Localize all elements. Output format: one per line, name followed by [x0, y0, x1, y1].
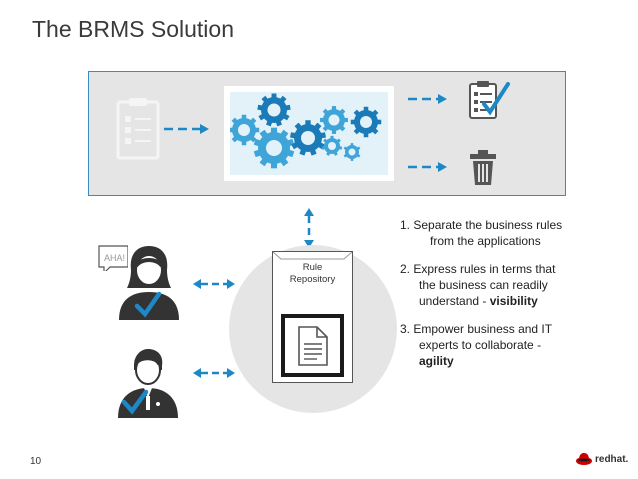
checklist-icon	[469, 81, 510, 119]
dashed-arrow-icon	[408, 162, 447, 172]
gear-icon	[350, 106, 382, 138]
gear-icon	[321, 135, 343, 156]
benefit-text: Express rules in terms that	[413, 262, 556, 276]
dashed-arrow-icon	[408, 94, 447, 104]
document-frame	[281, 314, 344, 377]
speech-bubble-text: AHA!	[104, 253, 126, 263]
benefit-text: from the applications	[430, 234, 541, 248]
benefits-list: 1. Separate the business rules from the …	[400, 217, 620, 381]
page-number: 10	[30, 456, 42, 467]
repository-label: Rule Repository	[273, 262, 352, 286]
benefit-item-2: 2. Express rules in terms that the busin…	[400, 261, 620, 309]
benefit-text: experts to collaborate -	[419, 338, 542, 352]
rule-repository: Rule Repository	[272, 251, 353, 383]
gear-icon	[320, 106, 348, 134]
benefit-text: Empower business and IT	[413, 322, 553, 336]
benefit-number: 3.	[400, 322, 411, 336]
benefit-item-1: 1. Separate the business rules from the …	[400, 217, 620, 249]
speech-bubble-icon	[98, 245, 128, 271]
benefit-item-3: 3. Empower business and IT experts to co…	[400, 321, 620, 369]
benefit-number: 1.	[400, 218, 411, 232]
repository-label-line1: Rule	[302, 262, 323, 273]
trash-icon	[470, 150, 496, 185]
gear-icon	[230, 114, 260, 146]
gear-icon	[257, 93, 291, 127]
benefit-emphasis: agility	[419, 354, 454, 368]
document-icon	[298, 326, 328, 366]
benefit-text: Separate the business rules	[413, 218, 563, 232]
slide-title: The BRMS Solution	[32, 16, 234, 42]
gear-icon	[253, 127, 295, 169]
man-avatar-icon	[118, 349, 178, 418]
benefit-text: the business can readily	[419, 278, 548, 292]
benefit-emphasis: visibility	[489, 294, 538, 308]
redhat-logo: redhat.	[575, 452, 628, 466]
gears-icon	[230, 93, 382, 169]
repository-lid	[273, 252, 352, 260]
dashed-double-arrow-icon	[193, 368, 235, 378]
woman-avatar-icon	[119, 246, 179, 320]
clipboard-icon	[116, 98, 160, 160]
benefit-text: understand -	[419, 294, 490, 308]
dashed-arrow-icon	[164, 124, 209, 134]
dashed-double-arrow-icon	[193, 279, 235, 289]
checkmark-icon	[482, 82, 510, 116]
redhat-logo-text: redhat.	[595, 453, 629, 465]
redhat-logo-icon	[576, 453, 592, 465]
checkmark-icon	[121, 389, 149, 415]
gear-icon	[290, 120, 326, 156]
checkmark-icon	[134, 291, 162, 318]
benefit-number: 2.	[400, 262, 411, 276]
gear-icon	[343, 143, 361, 161]
dashed-double-arrow-icon	[304, 208, 314, 248]
repository-label-line2: Repository	[289, 274, 336, 285]
